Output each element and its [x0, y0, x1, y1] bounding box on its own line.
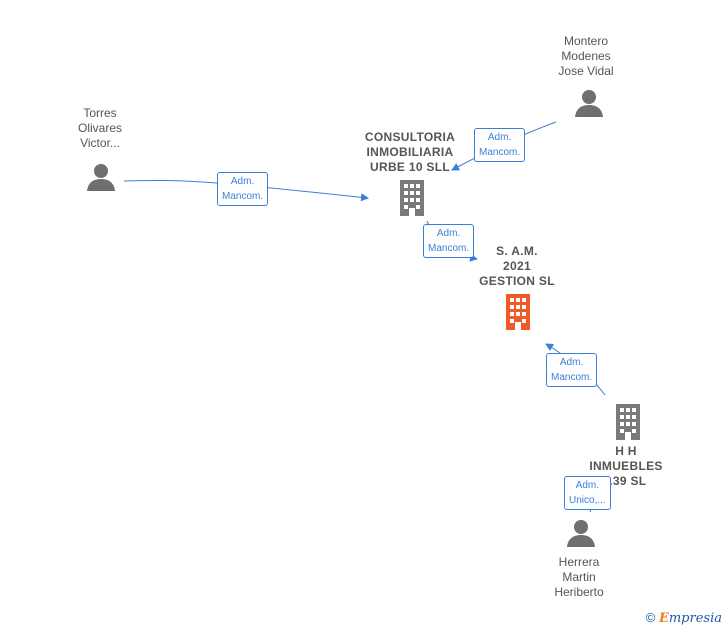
- label-line: Modenes: [561, 49, 611, 63]
- person-icon[interactable]: [574, 88, 604, 118]
- edge-label-line: Adm.: [575, 480, 600, 491]
- label-line: INMOBILIARIA: [366, 145, 454, 159]
- edge-label-herrera-hh[interactable]: Adm. Unico,...: [564, 476, 611, 510]
- label-line: Victor...: [80, 136, 120, 150]
- label-line: H H: [615, 444, 637, 458]
- edge-label-consultoria-sam[interactable]: Adm. Mancom.: [423, 224, 475, 258]
- person-label-torres[interactable]: Torres Olivares Victor...: [78, 106, 122, 151]
- building-icon-highlighted[interactable]: [502, 294, 534, 330]
- person-icon[interactable]: [566, 518, 596, 548]
- empresia-watermark: © Empresia: [646, 610, 722, 626]
- edge-label-line: Mancom.: [428, 243, 470, 254]
- person-label-herrera[interactable]: Herrera Martin Heriberto: [554, 555, 603, 600]
- edge-label-hh-sam[interactable]: Adm. Mancom.: [546, 353, 598, 387]
- edge-label-line: Mancom.: [551, 372, 593, 383]
- label-line: Jose Vidal: [558, 64, 614, 78]
- edge-label-line: Adm.: [487, 132, 512, 143]
- label-line: S. A.M.: [496, 244, 538, 258]
- edge-label-line: Unico,...: [569, 495, 606, 506]
- label-line: Montero: [563, 34, 609, 48]
- company-label-consultoria[interactable]: CONSULTORIA INMOBILIARIA URBE 10 SLL: [365, 130, 455, 175]
- edge-label-line: Adm.: [436, 228, 461, 239]
- label-line: Torres: [83, 106, 117, 120]
- building-icon[interactable]: [396, 180, 428, 216]
- label-line: 2021: [503, 259, 531, 273]
- brand-initial: E: [658, 611, 669, 626]
- person-icon[interactable]: [86, 162, 116, 192]
- label-line: Martin: [562, 570, 596, 584]
- edge-label-montero-consultoria[interactable]: Adm. Mancom.: [474, 128, 526, 162]
- label-line: Olivares: [77, 121, 123, 135]
- label-line: URBE 10 SLL: [370, 160, 450, 174]
- building-icon[interactable]: [612, 404, 644, 440]
- label-line: CONSULTORIA: [364, 130, 456, 144]
- label-line: GESTION SL: [479, 274, 555, 288]
- label-line: Herrera: [558, 555, 600, 569]
- person-label-montero[interactable]: Montero Modenes Jose Vidal: [558, 34, 613, 79]
- company-label-sam[interactable]: S. A.M. 2021 GESTION SL: [479, 244, 555, 289]
- edge-label-line: Mancom.: [479, 147, 521, 158]
- edge-torres-consultoria: [123, 179, 369, 202]
- brand-name: mpresia: [668, 611, 722, 626]
- edge-label-line: Adm.: [559, 357, 584, 368]
- copyright-icon: ©: [645, 610, 656, 625]
- label-line: Heriberto: [554, 585, 604, 599]
- edge-label-line: Adm.: [230, 176, 255, 187]
- label-line: INMUEBLES: [589, 459, 663, 473]
- edge-label-line: Mancom.: [222, 191, 264, 202]
- edge-label-torres-consultoria[interactable]: Adm. Mancom.: [217, 172, 269, 206]
- label-line: ..39 SL: [605, 474, 647, 488]
- company-label-hh[interactable]: H H INMUEBLES ..39 SL: [589, 444, 662, 489]
